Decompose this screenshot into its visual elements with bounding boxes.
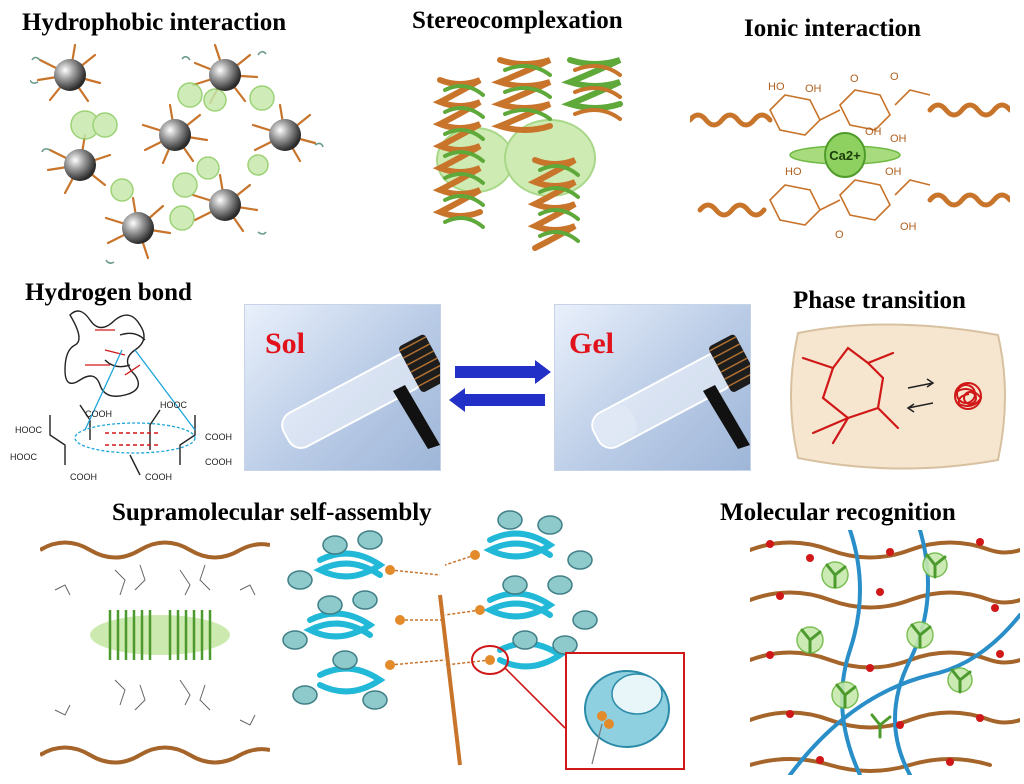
supramolecular-left-diagram bbox=[40, 530, 270, 770]
gel-label: Gel bbox=[569, 327, 614, 360]
svg-text:OH: OH bbox=[805, 83, 822, 95]
calcium-ion-label: Ca2+ bbox=[829, 148, 861, 163]
group-label: HOOC bbox=[10, 452, 38, 462]
hydrophobic-title: Hydrophobic interaction bbox=[22, 9, 287, 36]
hydrogen-title: Hydrogen bond bbox=[25, 279, 192, 306]
hydrophobic-diagram bbox=[30, 40, 330, 270]
group-label: COOH bbox=[85, 409, 112, 419]
supramolecular-title: Supramolecular self-assembly bbox=[112, 499, 432, 526]
stereocomplex-title: Stereocomplexation bbox=[412, 7, 623, 34]
ionic-title: Ionic interaction bbox=[744, 15, 922, 42]
group-label: HOOC bbox=[15, 425, 43, 435]
recognition-diagram bbox=[750, 530, 1020, 775]
group-label: COOH bbox=[145, 472, 172, 482]
sol-label: Sol bbox=[265, 327, 306, 360]
stereocomplex-diagram bbox=[420, 40, 650, 280]
svg-text:O: O bbox=[850, 73, 859, 85]
group-label: COOH bbox=[70, 472, 97, 482]
supramolecular-right-diagram bbox=[280, 500, 605, 775]
svg-text:OH: OH bbox=[890, 133, 907, 145]
svg-text:HO: HO bbox=[785, 166, 802, 178]
svg-text:O: O bbox=[835, 229, 844, 241]
svg-text:HO: HO bbox=[768, 81, 785, 93]
recognition-title: Molecular recognition bbox=[720, 499, 956, 526]
svg-text:OH: OH bbox=[885, 166, 902, 178]
phase-title: Phase transition bbox=[793, 287, 966, 314]
sol-photo: Sol bbox=[245, 305, 440, 470]
gel-photo: Gel bbox=[555, 305, 750, 470]
sol-gel-arrows bbox=[445, 358, 555, 418]
cyclodextrin-inset bbox=[565, 652, 685, 770]
svg-text:O: O bbox=[890, 71, 899, 83]
group-label: HOOC bbox=[160, 400, 188, 410]
group-label: COOH bbox=[205, 457, 232, 467]
svg-text:OH: OH bbox=[900, 221, 917, 233]
hydrogen-diagram: COOH HOOC COOH HOOC COOH HOOC COOH COOH bbox=[10, 305, 250, 485]
group-label: COOH bbox=[205, 432, 232, 442]
phase-diagram bbox=[783, 318, 1018, 473]
svg-text:OH: OH bbox=[865, 126, 882, 138]
